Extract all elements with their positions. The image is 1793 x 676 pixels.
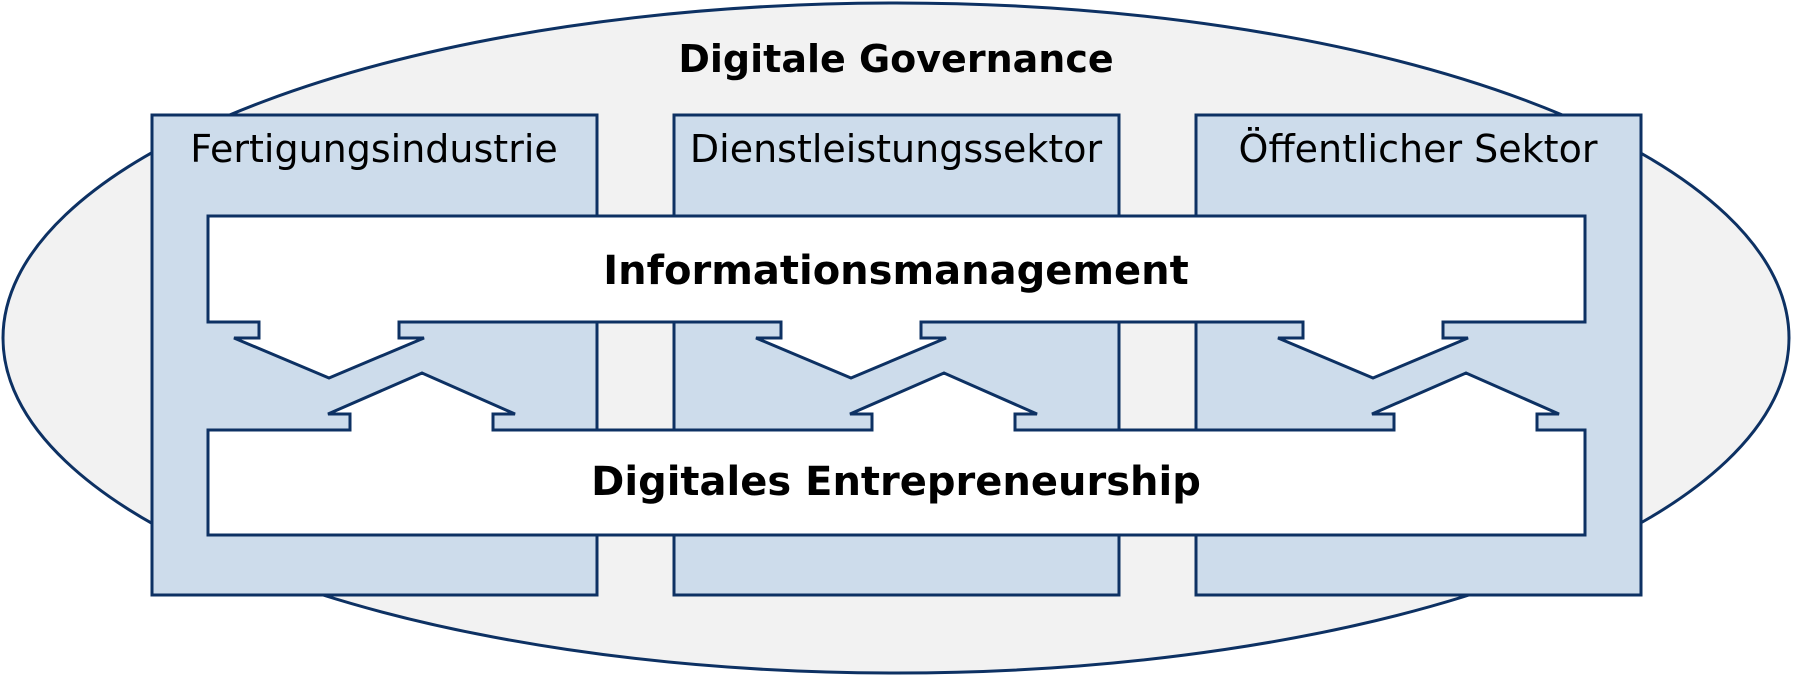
digital-entrepreneurship-label: Digitales Entrepreneurship: [591, 459, 1201, 505]
sector-label: Fertigungsindustrie: [190, 127, 558, 171]
information-management-band: Informationsmanagement: [206, 214, 1587, 380]
sector-label: Öffentlicher Sektor: [1239, 127, 1598, 171]
sector-label: Dienstleistungssektor: [690, 127, 1103, 171]
governance-title: Digitale Governance: [678, 37, 1113, 81]
digital-entrepreneurship-band: Digitales Entrepreneurship: [206, 371, 1587, 537]
information-management-label: Informationsmanagement: [603, 248, 1189, 294]
